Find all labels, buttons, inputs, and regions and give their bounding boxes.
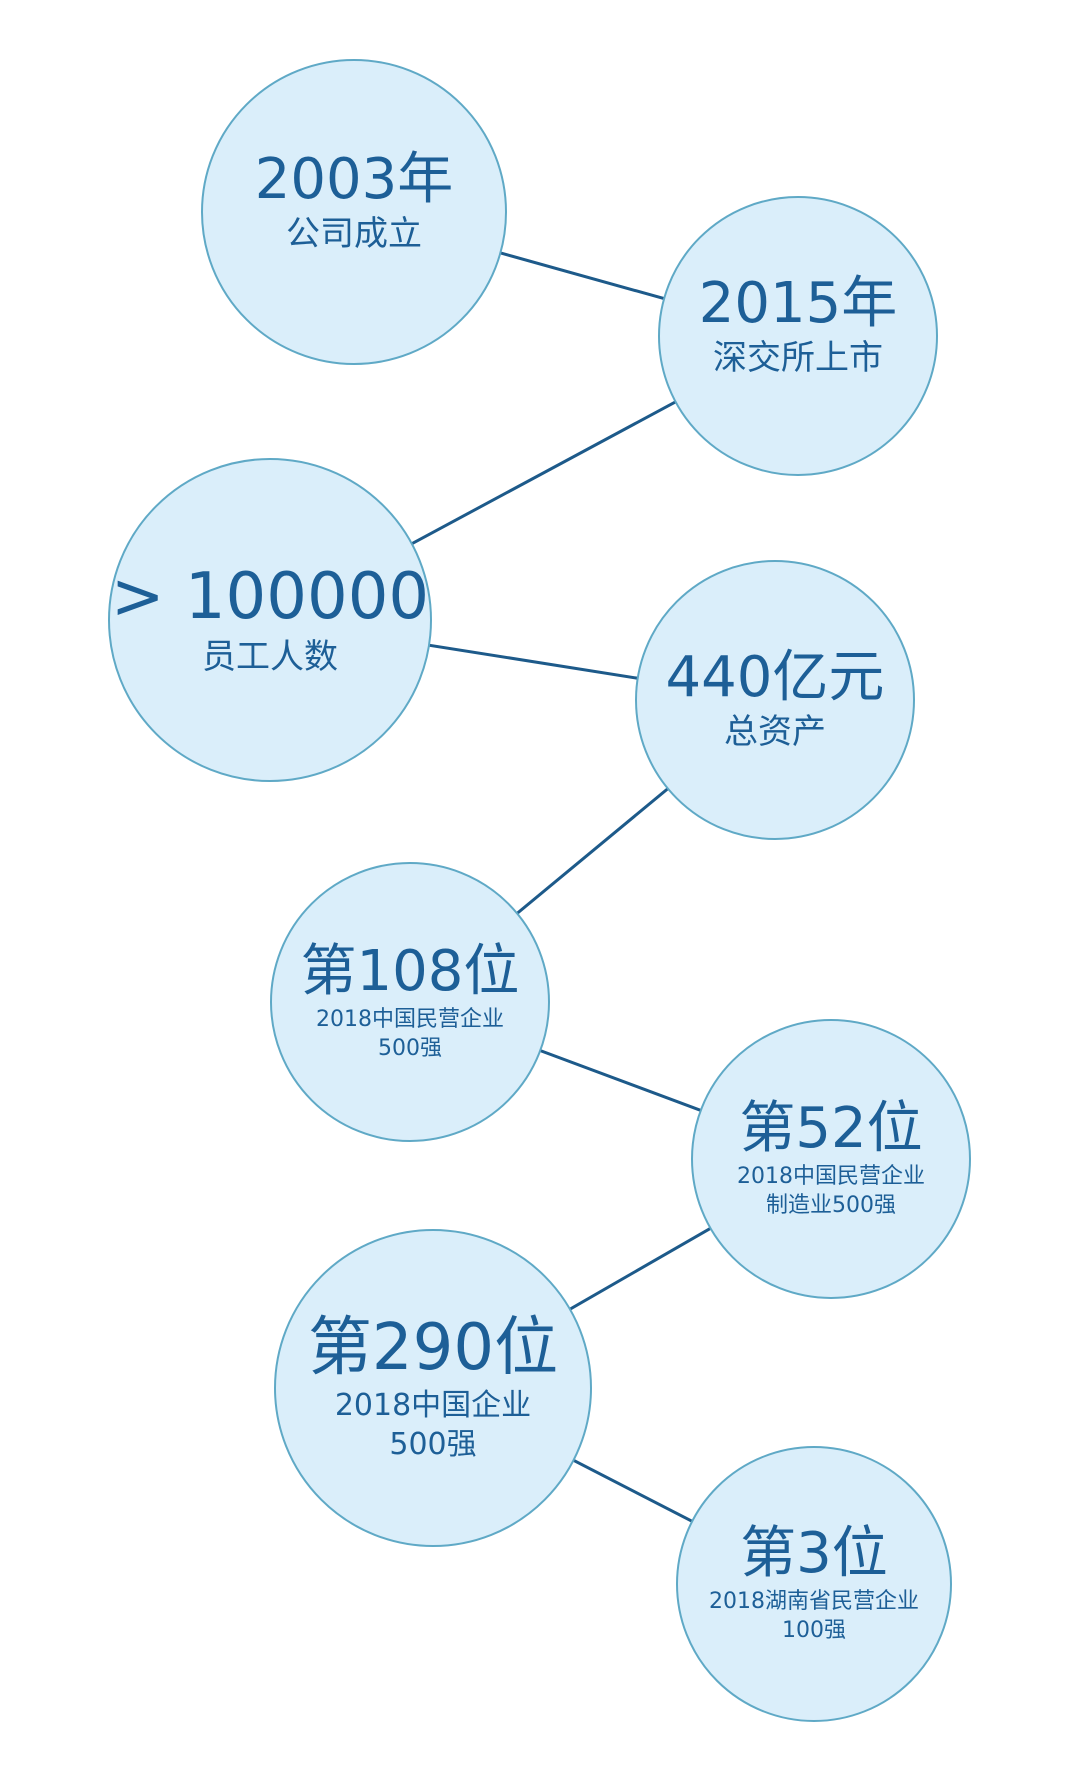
node-label: 500强 [378, 1036, 442, 1062]
node-title: 第108位 [300, 939, 520, 1005]
node-label: 总资产 [724, 712, 826, 753]
node-label: 员工人数 [202, 636, 338, 677]
node-title: 第290位 [307, 1311, 559, 1386]
node-title: > 100000 [110, 560, 430, 635]
node-title: 第52位 [739, 1096, 923, 1162]
node-title: 2003年 [254, 146, 454, 212]
node-label: 公司成立 [286, 214, 422, 255]
node-founded: 2003年 公司成立 [201, 59, 507, 365]
node-title: 第3位 [740, 1521, 888, 1587]
node-label: 2018湖南省民营企业 [709, 1588, 919, 1614]
node-employees: > 100000 员工人数 [108, 458, 432, 782]
node-label: 深交所上市 [713, 338, 883, 379]
node-rank-290: 第290位 2018中国企业 500强 [274, 1229, 592, 1547]
node-label: 100强 [782, 1618, 846, 1644]
node-title: 2015年 [698, 270, 898, 336]
node-label: 制造业500强 [766, 1193, 896, 1219]
node-title: 440亿元 [665, 644, 885, 710]
node-label: 2018中国民营企业 [316, 1006, 504, 1032]
node-label: 2018中国民营企业 [737, 1163, 925, 1189]
node-label: 2018中国企业 [334, 1387, 532, 1423]
node-rank-3: 第3位 2018湖南省民营企业 100强 [676, 1446, 952, 1722]
node-assets: 440亿元 总资产 [635, 560, 915, 840]
node-rank-52: 第52位 2018中国民营企业 制造业500强 [691, 1019, 971, 1299]
node-listed: 2015年 深交所上市 [658, 196, 938, 476]
node-label: 500强 [389, 1426, 477, 1462]
node-rank-108: 第108位 2018中国民营企业 500强 [270, 862, 550, 1142]
